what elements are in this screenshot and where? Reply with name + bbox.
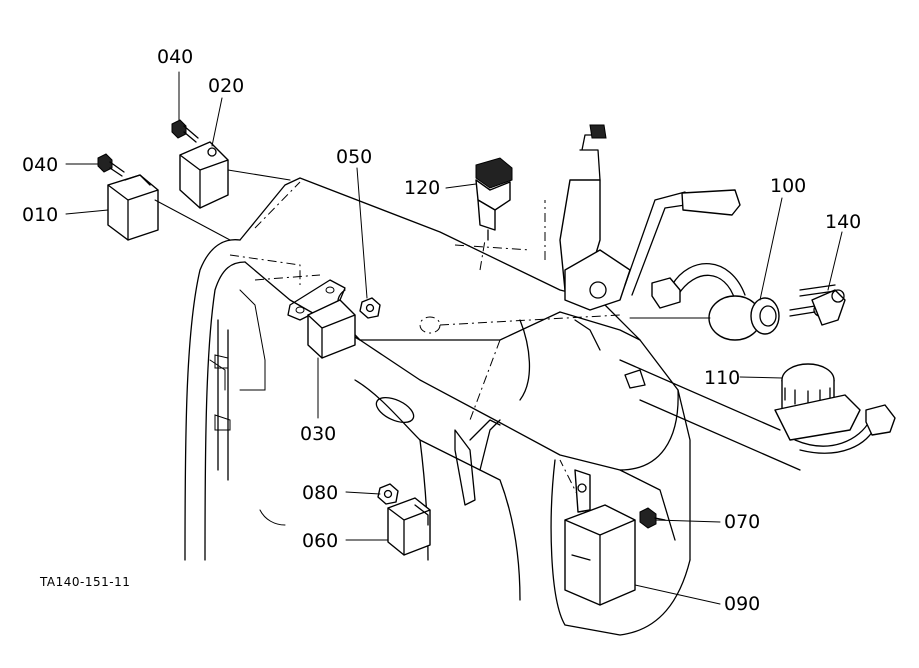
label-030: 030 [300, 423, 336, 445]
label-100: 100 [770, 175, 806, 197]
label-080: 080 [302, 482, 338, 504]
screw-040-lower [97, 153, 125, 177]
label-060: 060 [302, 530, 338, 552]
label-040-lower: 040 [22, 154, 58, 176]
nut-050 [359, 297, 381, 319]
relay-030 [307, 299, 356, 359]
key-switch-100 [629, 262, 780, 341]
label-120: 120 [404, 177, 440, 199]
relay-060 [387, 497, 431, 556]
flasher-020 [179, 141, 291, 209]
controller-090 [550, 459, 691, 636]
label-020: 020 [208, 75, 244, 97]
rotary-switch-110 [774, 363, 896, 454]
figure-code: TA140-151-11 [39, 575, 130, 589]
leader-lines [65, 71, 843, 605]
label-070: 070 [724, 511, 760, 533]
dash-panel-outline [184, 177, 801, 601]
nut-080 [377, 483, 399, 505]
switch-120 [475, 157, 513, 241]
steering-column [559, 124, 741, 351]
screw-040-upper [171, 119, 199, 143]
label-050: 050 [336, 146, 372, 168]
label-140: 140 [825, 211, 861, 233]
label-110: 110 [704, 367, 740, 389]
label-040-upper: 040 [157, 46, 193, 68]
keys-140 [789, 284, 846, 326]
bolt-070 [639, 507, 666, 529]
label-010: 010 [22, 204, 58, 226]
label-090: 090 [724, 593, 760, 615]
relay-010 [107, 174, 231, 241]
